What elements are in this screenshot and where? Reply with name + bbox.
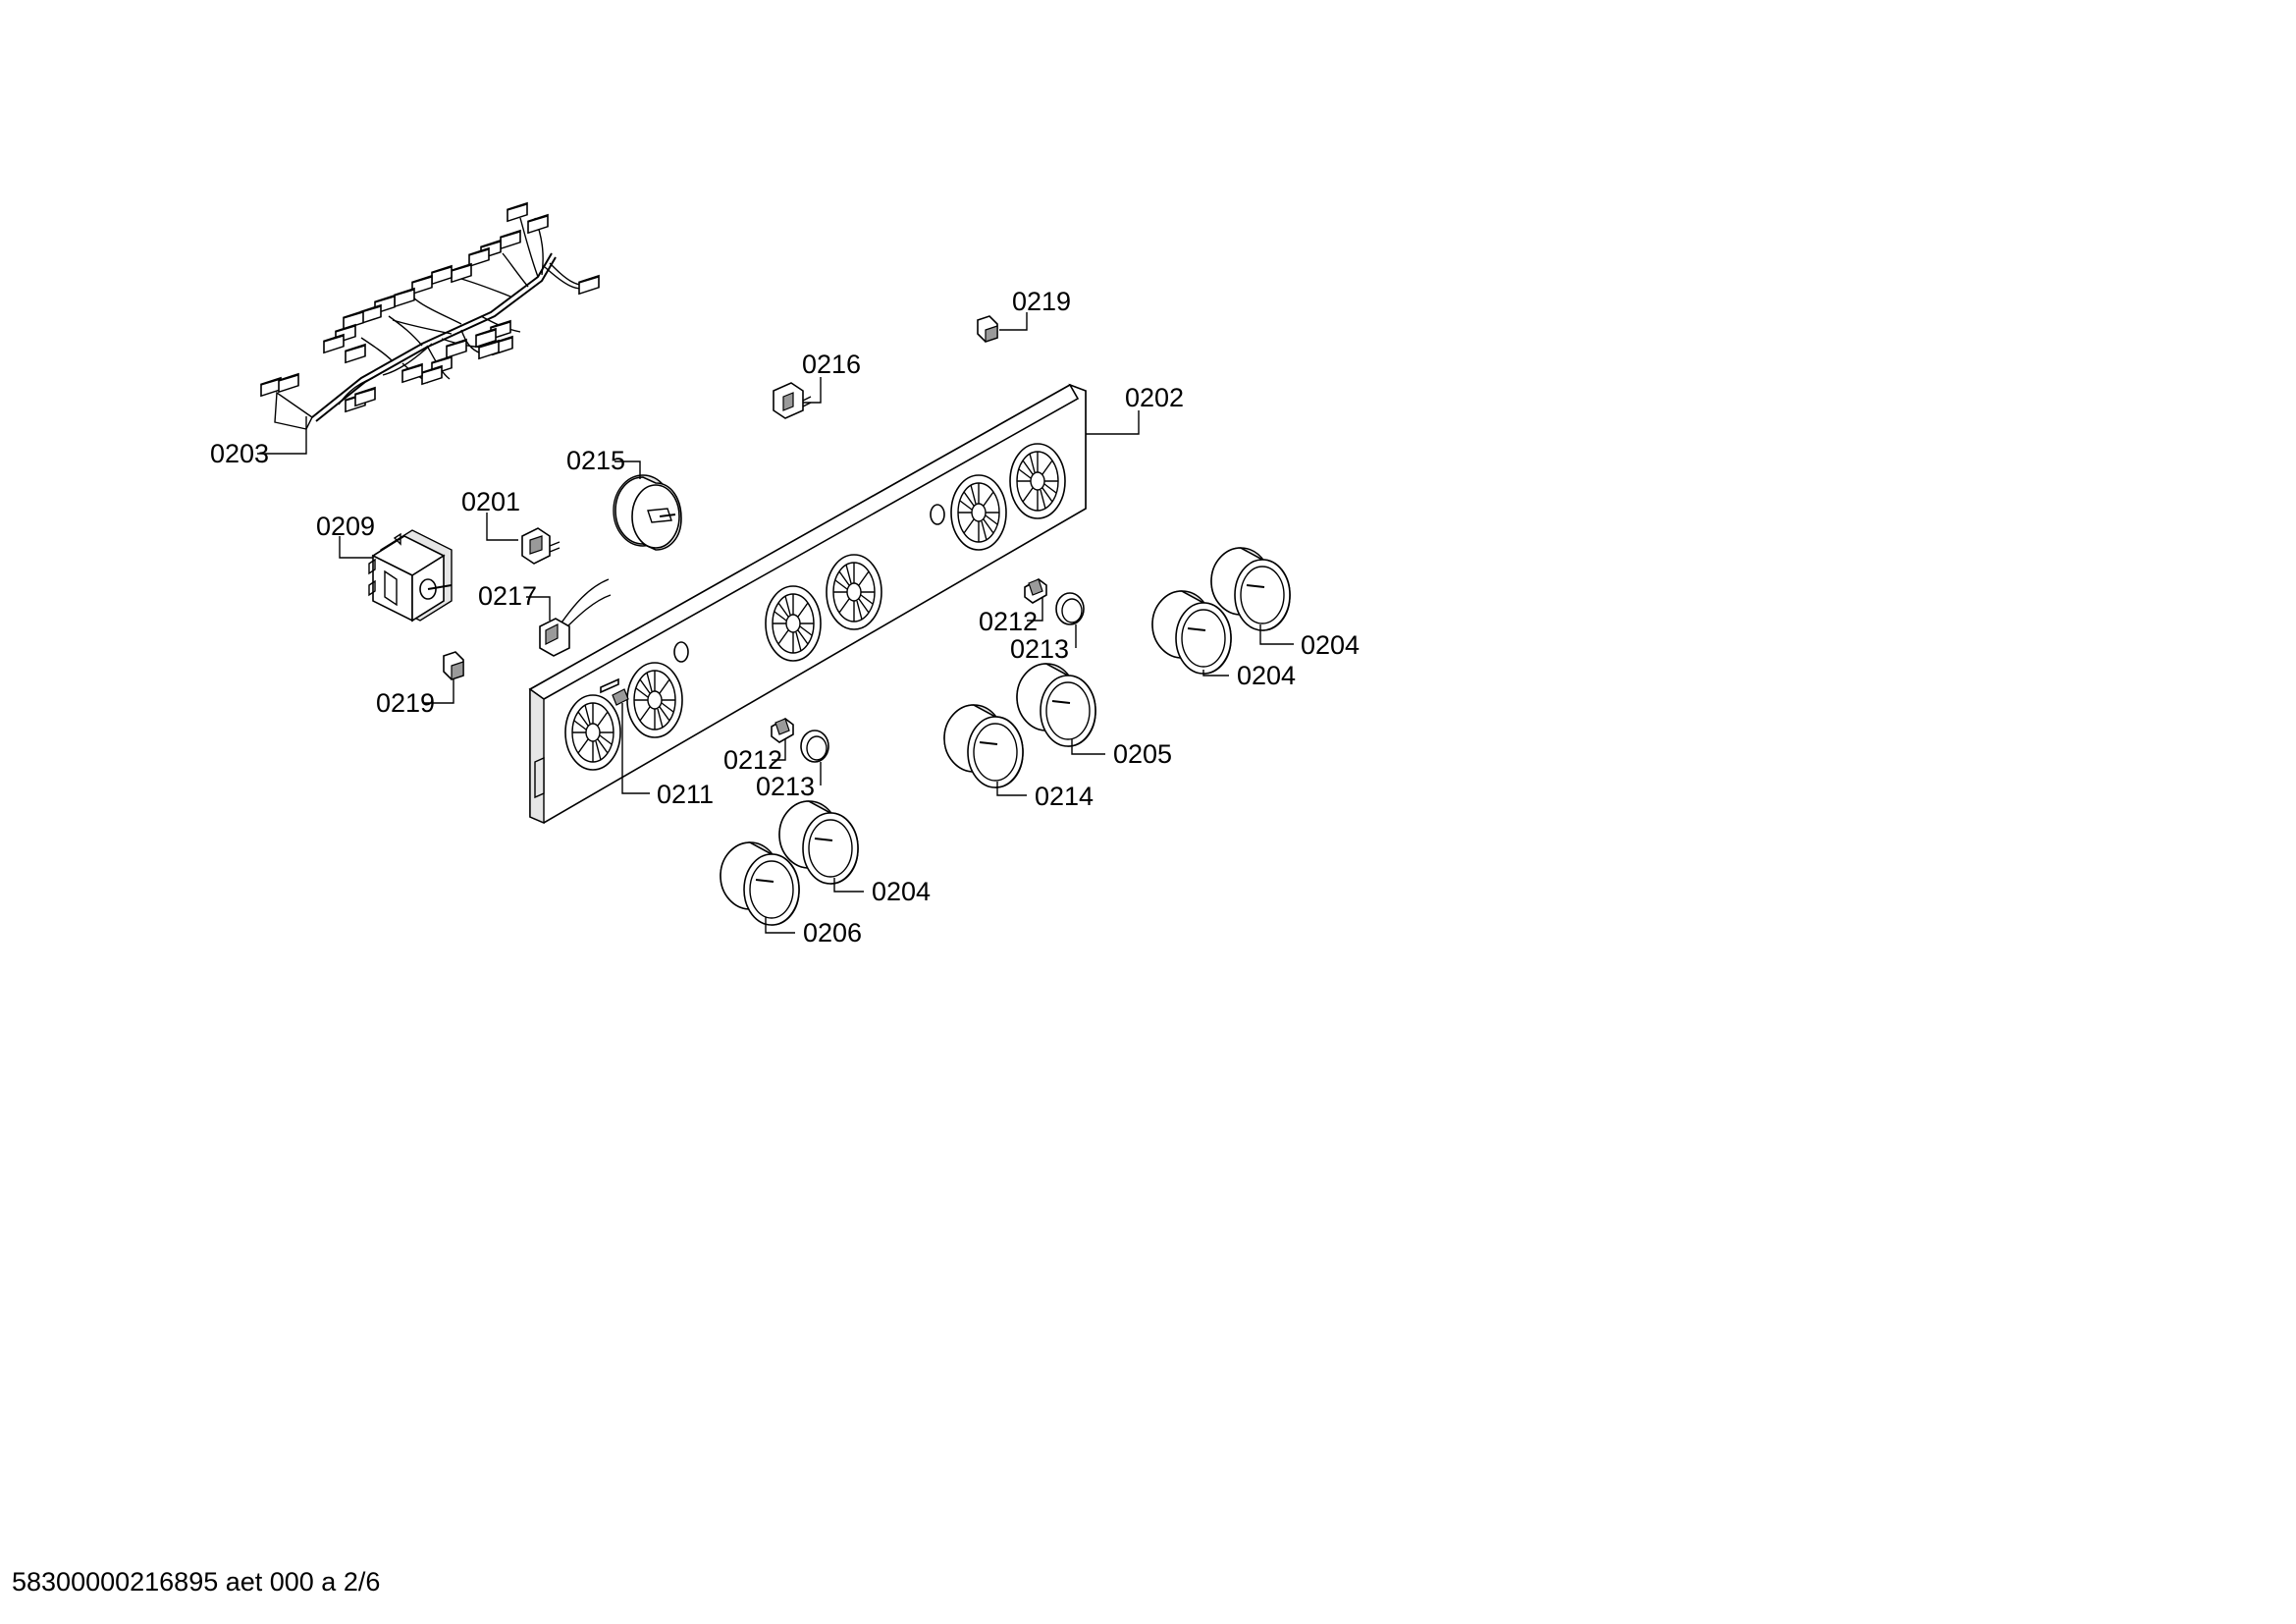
callout-0201: 0201: [461, 487, 520, 516]
knob-spindle-0212-center: [771, 718, 794, 743]
callout-0211: 0211: [657, 780, 714, 809]
callout-0214: 0214: [1035, 782, 1094, 811]
knob-0205: [1016, 663, 1096, 747]
knob-spindle-0212-right: [1024, 578, 1047, 604]
clip-0219-top: [977, 315, 998, 343]
callout-0219-left: 0219: [376, 688, 435, 718]
callout-labels: 0219 0216 0202 0203 0215 0201 0209 0217 …: [210, 287, 1360, 947]
callout-0204-far-right: 0204: [1301, 630, 1360, 660]
knob-0214: [943, 704, 1024, 788]
harness-connector: [260, 201, 600, 413]
fan-motor-0215: [613, 474, 682, 551]
clip-0219-left: [443, 651, 464, 680]
burner-dial-2: [950, 474, 1007, 551]
wiring-harness-0203: [260, 201, 600, 430]
callout-0204-right: 0204: [1237, 661, 1296, 690]
callout-0213-right: 0213: [1010, 634, 1069, 664]
callout-0217: 0217: [478, 581, 537, 611]
control-panel-0202: [528, 383, 1087, 825]
rotary-switch-0209: [368, 529, 453, 623]
cap-0213-right: [1055, 592, 1085, 625]
burner-dial-4: [765, 585, 822, 662]
callout-0213-center: 0213: [756, 772, 815, 801]
callout-0212-center: 0212: [723, 745, 782, 775]
callout-0202: 0202: [1125, 383, 1184, 412]
callout-0216: 0216: [802, 350, 861, 379]
cap-0213-center: [800, 730, 829, 763]
callout-0215: 0215: [566, 446, 625, 475]
callout-0209: 0209: [316, 512, 375, 541]
burner-dial-3: [826, 554, 882, 630]
leader-lines: [257, 312, 1294, 934]
indicator-0211: [612, 688, 629, 706]
callout-0206: 0206: [803, 918, 862, 947]
microswitch-0201: [521, 527, 561, 565]
burner-dial-1: [1009, 443, 1066, 519]
switch-0216: [773, 382, 812, 419]
lamp-holder-0217: [539, 578, 612, 657]
burner-dial-6: [564, 694, 621, 771]
callout-0212-right: 0212: [979, 607, 1038, 636]
callout-0205: 0205: [1113, 739, 1172, 769]
burner-dial-5: [626, 662, 683, 738]
callout-0203: 0203: [210, 439, 269, 468]
callout-0219-top: 0219: [1012, 287, 1071, 316]
callout-0204-bottom: 0204: [872, 877, 931, 906]
drawing-code: 58300000216895 aet 000 a 2/6: [12, 1567, 381, 1597]
